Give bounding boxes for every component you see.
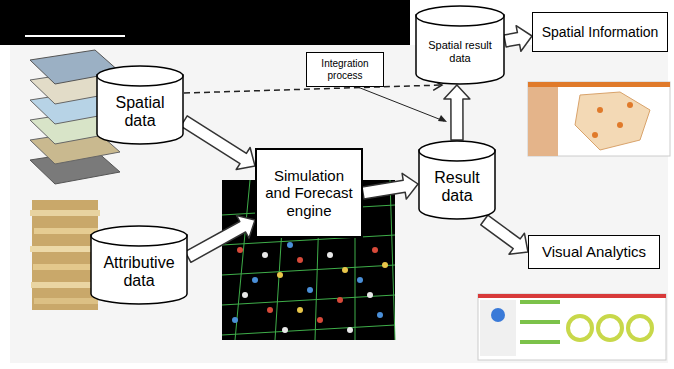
block-arrow <box>504 26 532 52</box>
block-arrow <box>444 85 470 140</box>
node-label: Integration process <box>312 58 378 81</box>
data-store: Result data <box>418 140 496 220</box>
process-box: Simulation and Forecast engine <box>255 148 363 238</box>
block-arrow <box>362 173 418 199</box>
map-screenshot <box>528 82 670 156</box>
dashboard-screenshot <box>478 294 666 360</box>
node-label: Spatial result data <box>419 39 501 64</box>
data-store: Spatial result data <box>415 5 505 85</box>
paper-stack <box>30 200 100 310</box>
data-store: Attributive data <box>90 225 188 305</box>
block-arrow <box>481 215 528 254</box>
leader-line <box>345 82 447 122</box>
output-box: Spatial Information <box>532 12 668 52</box>
node-label: Spatial data <box>100 94 180 131</box>
node-label: Spatial Information <box>542 24 659 40</box>
node-label: Simulation and Forecast engine <box>262 167 356 219</box>
band-underline <box>25 35 125 37</box>
node-label: Result data <box>422 169 492 206</box>
output-box: Visual Analytics <box>528 235 660 269</box>
callout-box: Integration process <box>306 52 384 87</box>
block-arrow <box>185 215 255 262</box>
block-arrow <box>181 116 255 170</box>
data-store: Spatial data <box>96 65 184 145</box>
node-label: Attributive data <box>94 254 184 291</box>
node-label: Visual Analytics <box>542 243 646 260</box>
top-band <box>0 0 410 45</box>
